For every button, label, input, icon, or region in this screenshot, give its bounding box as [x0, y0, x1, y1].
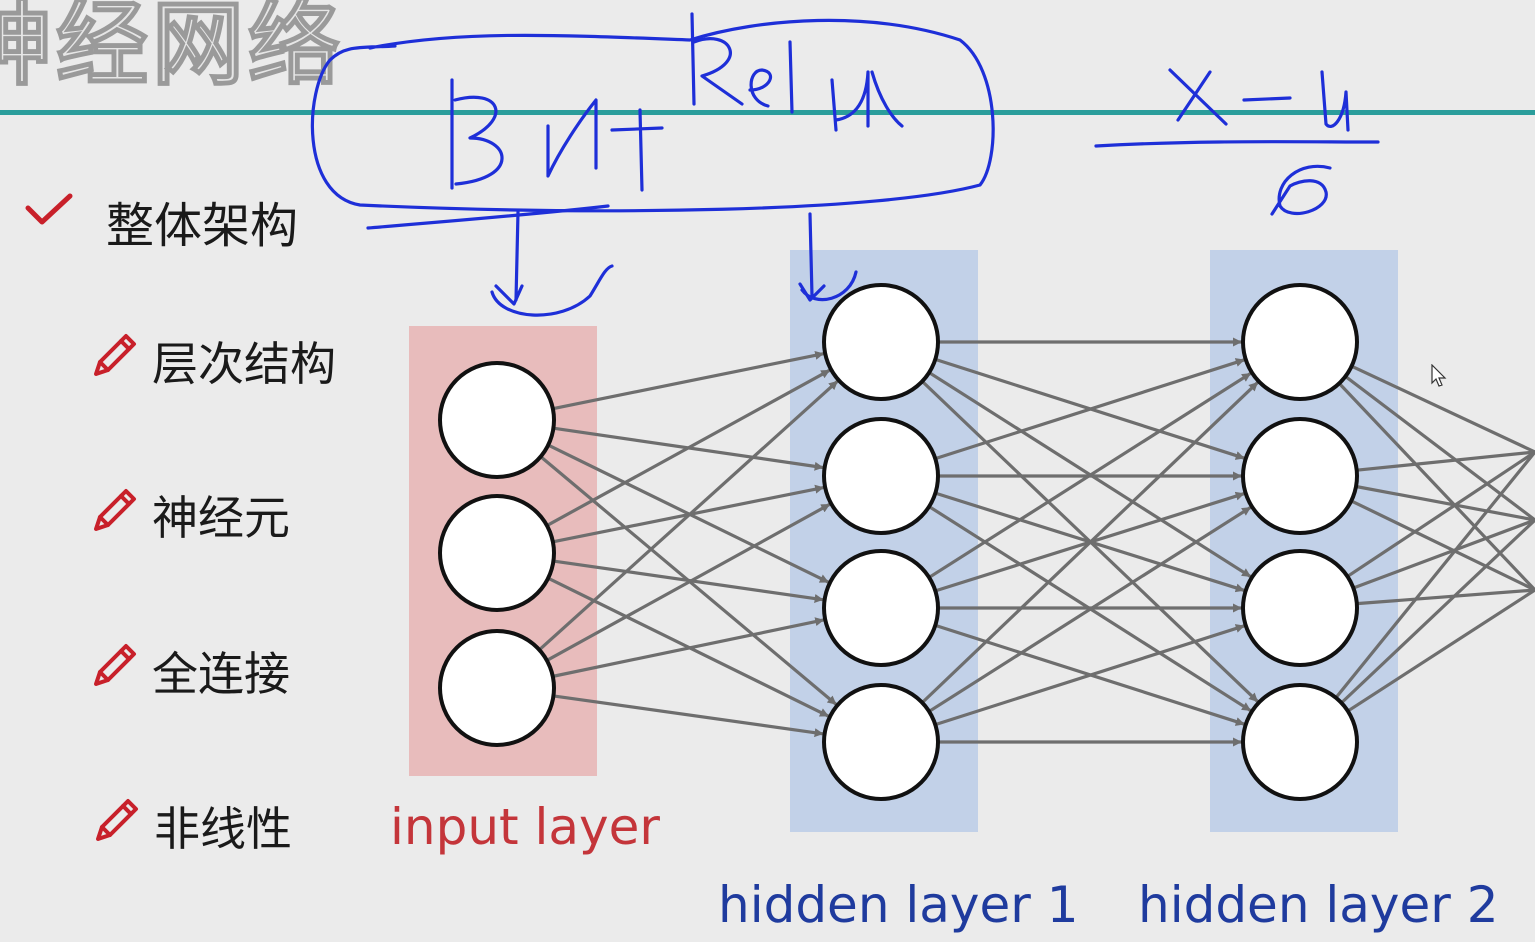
- neuron-node: [822, 683, 940, 801]
- connection-edge: [1346, 450, 1535, 578]
- sub-item-label: 全连接: [152, 647, 290, 701]
- hidden-layer-1-label: hidden layer 1: [718, 876, 1079, 934]
- sub-item-label: 层次结构: [152, 337, 336, 391]
- neuron-node: [822, 549, 940, 667]
- sub-item-label: 非线性: [154, 802, 292, 856]
- connection-edge: [921, 380, 1260, 704]
- annotation-arrow-to-hidden: [798, 212, 858, 302]
- connection-edge: [934, 624, 1246, 727]
- connection-edge: [552, 617, 825, 678]
- connection-edge: [1340, 518, 1535, 705]
- connection-edge: [538, 379, 839, 652]
- connection-edge: [1352, 518, 1535, 590]
- main-item-label: 整体架构: [106, 198, 299, 254]
- connection-edge: [1356, 588, 1535, 606]
- connection-edge: [553, 559, 824, 603]
- connection-edge: [928, 371, 1252, 579]
- annotation-arrow-to-input: [490, 210, 614, 317]
- connection-edge: [1355, 484, 1535, 522]
- connection-edge: [934, 358, 1246, 461]
- handwriting-normalization: [1094, 68, 1380, 216]
- annotation-underline: [366, 204, 610, 230]
- neuron-node: [438, 629, 556, 747]
- neuron-node: [822, 283, 940, 401]
- handwriting-relu: [690, 12, 904, 132]
- mouse-cursor-icon: [1431, 364, 1447, 387]
- pencil-icon: [94, 644, 136, 686]
- connection-edge: [546, 368, 831, 527]
- neuron-node: [1241, 549, 1359, 667]
- connections: [538, 337, 1535, 747]
- connection-edge: [546, 502, 831, 662]
- input-layer-label: input layer: [390, 798, 660, 856]
- connection-edge: [1356, 450, 1535, 472]
- connection-edge: [1350, 499, 1535, 592]
- title-divider: [0, 110, 1535, 115]
- slide-title: 神经网络: [0, 0, 345, 99]
- connection-edge: [1338, 382, 1535, 592]
- sub-item-label: 神经元: [152, 491, 290, 545]
- neuron-node: [438, 361, 556, 479]
- connection-edge: [1350, 364, 1535, 454]
- neuron-node: [438, 494, 556, 612]
- neuron-node: [1241, 283, 1359, 401]
- handwriting-bn-plus: [450, 78, 664, 192]
- connection-edge: [928, 505, 1252, 713]
- neuron-node: [822, 417, 940, 535]
- connection-edge: [1346, 588, 1535, 713]
- pencil-icon: [94, 334, 136, 376]
- connection-edge: [553, 694, 824, 738]
- connection-edge: [1344, 375, 1535, 522]
- pencil-icon: [96, 799, 138, 841]
- hidden-layer-2-label: hidden layer 2: [1138, 876, 1499, 934]
- annotation-loop: [310, 18, 995, 213]
- pencil-icon: [94, 489, 136, 531]
- neuron-node: [1241, 683, 1359, 801]
- neuron-node: [1241, 417, 1359, 535]
- neurons: [438, 283, 1359, 801]
- connection-edge: [1334, 450, 1535, 699]
- connection-edge: [552, 350, 825, 411]
- checkmark-icon: [25, 193, 73, 225]
